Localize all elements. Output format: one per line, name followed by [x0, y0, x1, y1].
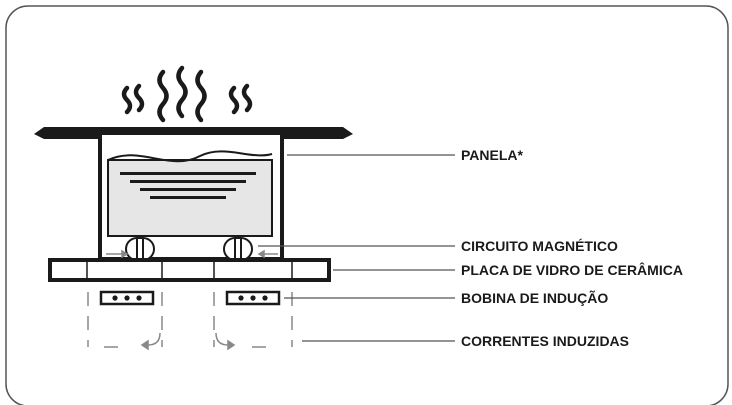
induction-coil-right — [225, 290, 281, 306]
label-glass-plate: PLACA DE VIDRO DE CERÂMICA — [461, 261, 683, 278]
induction-coil-left — [99, 290, 155, 306]
diagram-frame — [5, 5, 729, 405]
magnetic-field-arrows — [106, 249, 278, 259]
label-magnetic-circuit: CIRCUITO MAGNÉTICO — [461, 238, 618, 254]
steam-icon — [121, 65, 253, 123]
label-induction-coil: BOBINA DE INDUÇÃO — [461, 289, 608, 306]
induced-current-paths — [87, 292, 293, 348]
label-induced-currents: CORRENTES INDUZIDAS — [461, 333, 629, 349]
induced-current-arrows — [140, 332, 236, 351]
ceramic-glass-plate — [48, 258, 331, 282]
pan-body — [98, 131, 284, 261]
label-pan: PANELA* — [461, 147, 524, 163]
callout-lines — [258, 154, 455, 342]
